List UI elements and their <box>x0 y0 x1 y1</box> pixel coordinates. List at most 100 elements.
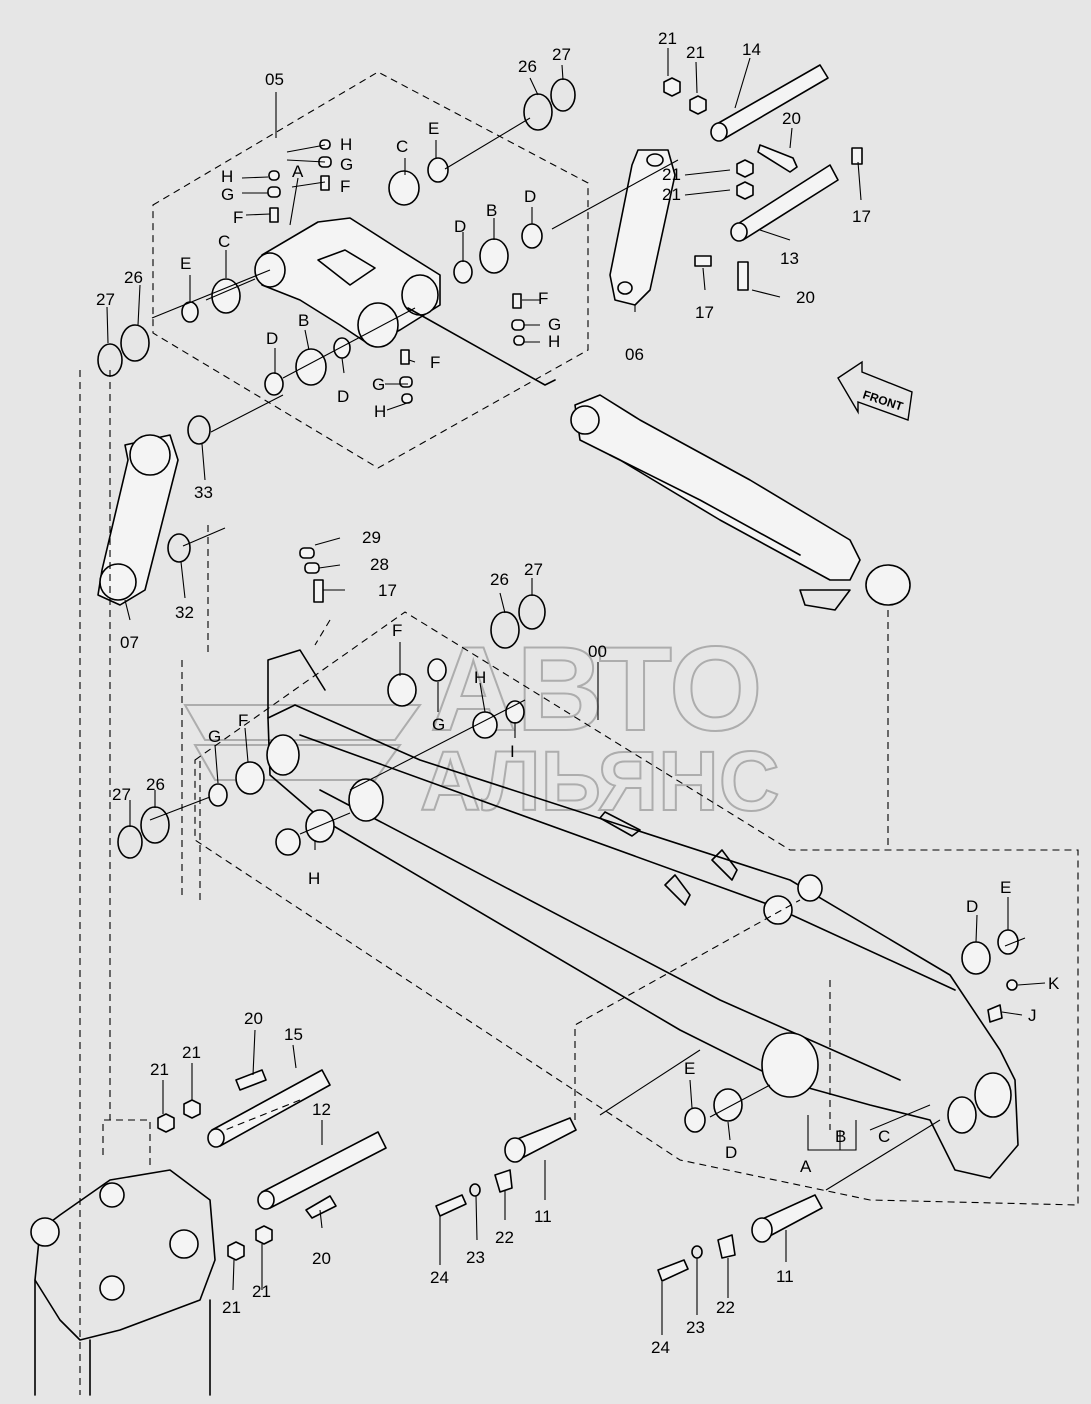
grease-stack <box>299 547 324 603</box>
nut-21-foot-c <box>227 1241 245 1261</box>
part-label: F <box>538 289 548 308</box>
part-label: 26 <box>518 57 537 76</box>
part-label: 12 <box>312 1100 331 1119</box>
bushing-b-bottom <box>295 348 327 386</box>
part-label: 17 <box>852 207 871 226</box>
part-label: 21 <box>662 185 681 204</box>
cylinder-barrel <box>574 394 861 581</box>
bolt-20-vertical <box>737 261 749 291</box>
pin-12-end <box>257 1190 275 1210</box>
link-07 <box>97 415 211 606</box>
arm-bottom-edge <box>319 789 901 1081</box>
link-06-eye-top <box>646 153 664 167</box>
pin-11-b-head <box>751 1217 773 1243</box>
grease-fitting-f-3 <box>512 293 522 309</box>
leaders-upper-right <box>529 48 862 312</box>
link-07-eye-top <box>129 434 171 476</box>
watermark-logo-icon <box>183 704 422 781</box>
part-label: 23 <box>466 1248 485 1267</box>
seal-e-top <box>427 157 449 183</box>
part-label: 15 <box>284 1025 303 1044</box>
link-a <box>254 217 441 348</box>
leaders-pins-11 <box>439 1160 787 1335</box>
group-boundary-00 <box>194 611 1079 1206</box>
cap-28 <box>304 562 320 574</box>
arm-top-boss <box>763 895 793 925</box>
nut-21-d <box>736 181 754 200</box>
front-arrow-icon <box>837 360 913 421</box>
boom-foot-legs <box>34 1279 211 1396</box>
bushing-d-top-right <box>521 223 543 249</box>
part-label: 24 <box>430 1268 449 1287</box>
o-ring-26-top <box>523 93 553 131</box>
arm-brackets <box>599 811 738 906</box>
leaders-group-05-left <box>106 140 437 344</box>
o-ring-26-left <box>120 324 150 362</box>
grease-fitting-f-4 <box>400 349 410 365</box>
part-label: 27 <box>112 785 131 804</box>
bolt-20-top <box>757 144 798 173</box>
grease-cap-h-2 <box>319 139 331 150</box>
snap-ring-27-top <box>550 78 576 112</box>
part-label: E <box>180 254 191 273</box>
link-a-eye-bottom <box>357 302 399 348</box>
pin-13 <box>735 164 839 241</box>
cap-29 <box>299 547 315 559</box>
leaders-grease-upper <box>241 144 326 216</box>
group-boundary-05 <box>152 71 589 469</box>
seal-g-arm <box>427 658 447 682</box>
part-label: 26 <box>124 268 143 287</box>
part-label: 27 <box>552 45 571 64</box>
part-label: K <box>1048 974 1060 993</box>
link-a-cutout <box>317 249 376 286</box>
part-label: H <box>374 402 386 421</box>
part-label: E <box>428 119 439 138</box>
part-label: C <box>396 137 408 156</box>
pin-12 <box>261 1131 387 1209</box>
grease-cap-g-4 <box>399 376 413 388</box>
grease-fitting-f-1 <box>269 207 279 223</box>
part-label: G <box>432 715 445 734</box>
part-label: C <box>218 232 230 251</box>
part-label: 27 <box>96 290 115 309</box>
shim-32 <box>167 533 191 563</box>
part-label: D <box>337 387 349 406</box>
part-label: 21 <box>686 43 705 62</box>
grease-fitting-17-top <box>851 147 863 165</box>
part-label: G <box>372 375 385 394</box>
cylinder-hydraulic-line <box>609 454 801 556</box>
nut-21-foot-d <box>255 1225 273 1245</box>
assembly-axes <box>149 117 1026 1191</box>
part-label: 23 <box>686 1318 705 1337</box>
part-label: 21 <box>222 1298 241 1317</box>
leaders-boom-foot <box>162 1029 323 1291</box>
part-label: G <box>340 155 353 174</box>
grease-cap-g-3 <box>511 319 525 331</box>
shim-33 <box>187 415 211 445</box>
o-ring-26-arm-foot <box>140 806 170 844</box>
part-label: 29 <box>362 528 381 547</box>
cylinder-rod-eye <box>570 405 600 435</box>
part-label: 14 <box>742 40 761 59</box>
group-boundaries <box>102 71 1079 1206</box>
bushing-d-arm-tip <box>961 941 991 975</box>
part-label: A <box>292 162 304 181</box>
part-label: H <box>340 135 352 154</box>
part-labels: 05 26 27 21 21 14 20 21 21 17 13 17 20 0… <box>96 29 1060 1357</box>
part-label: G <box>221 185 234 204</box>
part-label: 11 <box>776 1267 794 1286</box>
part-label: F <box>430 353 440 372</box>
part-label: B <box>298 311 309 330</box>
part-label: H <box>308 869 320 888</box>
bracket-j <box>987 1004 1003 1023</box>
boom-foot-boss-4 <box>99 1275 125 1301</box>
part-label: 20 <box>244 1009 263 1028</box>
front-direction-badge: FRONT <box>837 360 913 421</box>
arm-tip-boss-1 <box>974 1072 1012 1118</box>
grease-cap-h-1 <box>268 170 280 181</box>
part-label: 32 <box>175 603 194 622</box>
part-label: 33 <box>194 483 213 502</box>
part-label: 06 <box>625 345 644 364</box>
part-label: 21 <box>662 165 681 184</box>
